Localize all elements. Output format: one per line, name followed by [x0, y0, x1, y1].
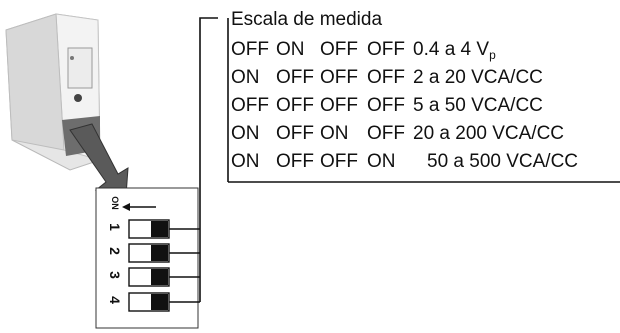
switch-3-state: OFF	[320, 95, 358, 116]
switch-2-state: ON	[276, 39, 305, 60]
switch-3-state: ON	[320, 123, 349, 144]
switch-1	[128, 219, 200, 239]
dip-number-3: 3	[106, 271, 123, 279]
switch-2	[128, 243, 200, 263]
switch-1-state: OFF	[231, 95, 269, 116]
switch-1-state: ON	[231, 123, 260, 144]
switch-3-state: OFF	[320, 151, 358, 172]
dip-number-4: 4	[106, 296, 123, 304]
range-value: 5 a 50 VCA/CC	[413, 95, 543, 116]
table-title: Escala de medida	[231, 9, 383, 30]
dip-on-arrowhead	[122, 203, 130, 211]
scale-table: Escala de medida OFF ON OFF OFF 0.4 a 4 …	[228, 8, 620, 182]
switch-1-state: ON	[231, 67, 260, 88]
device-illustration	[5, 13, 101, 171]
range-subscript: p	[489, 48, 496, 62]
switch-2-state: OFF	[276, 95, 314, 116]
range-value: 20 a 200 VCA/CC	[413, 123, 565, 144]
switch-1-state: OFF	[231, 39, 269, 60]
range-value: 2 a 20 VCA/CC	[413, 67, 543, 88]
range-value: 50 a 500 VCA/CC	[427, 151, 579, 172]
switch-4	[128, 292, 200, 312]
switch-3-state: OFF	[320, 39, 358, 60]
dip-number-2: 2	[106, 247, 123, 255]
switch-3	[128, 267, 200, 287]
pointer-arrow	[69, 123, 129, 197]
dip-on-label: ON	[109, 196, 120, 210]
switch-2-state: OFF	[276, 123, 314, 144]
switch-2-state: OFF	[276, 151, 314, 172]
range-value: 0.4 a 4 Vp	[413, 36, 496, 69]
switch-4-state: OFF	[367, 39, 405, 60]
switch-2-state: OFF	[276, 67, 314, 88]
switch-3-state: OFF	[320, 67, 358, 88]
switch-1-state: ON	[231, 151, 260, 172]
range-text: 0.4 a 4 V	[413, 39, 490, 60]
switch-4-state: OFF	[367, 67, 405, 88]
switch-4-state: OFF	[367, 123, 405, 144]
switch-4-state: OFF	[367, 95, 405, 116]
switch-4-state: ON	[367, 151, 396, 172]
dip-number-1: 1	[106, 223, 123, 231]
switch-bus-line	[199, 17, 218, 302]
